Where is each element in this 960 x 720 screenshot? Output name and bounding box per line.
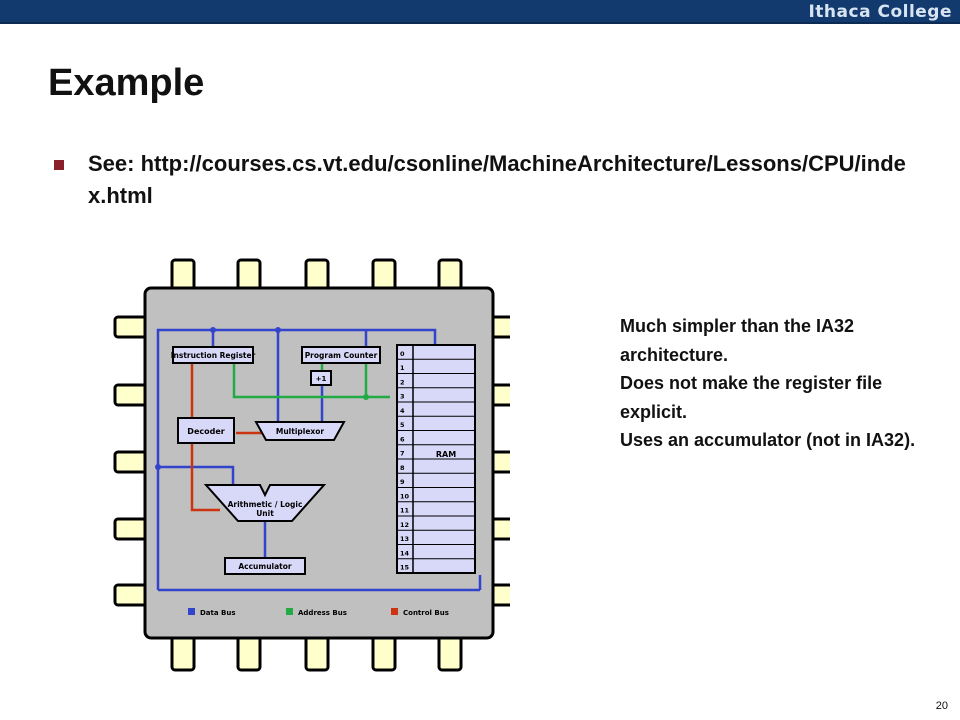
multiplexor-shape bbox=[254, 421, 346, 441]
legend-label-address-bus: Address Bus bbox=[298, 609, 347, 617]
ram-address-1: 1 bbox=[400, 364, 405, 372]
ram-address-3: 3 bbox=[400, 393, 405, 401]
header-bar: Ithaca College bbox=[0, 0, 960, 24]
legend-swatch-control-bus bbox=[391, 608, 398, 615]
legend-swatch-data-bus bbox=[188, 608, 195, 615]
brand-logo: Ithaca College bbox=[808, 2, 952, 22]
note-2: Does not make the register file explicit… bbox=[620, 373, 883, 422]
increment-box bbox=[310, 370, 332, 386]
alu-label-line1: Arithmetic / Logic bbox=[228, 500, 303, 509]
bullet-marker bbox=[54, 160, 64, 170]
instruction-register-label: Instruction Register bbox=[171, 351, 256, 360]
ram-address-5: 5 bbox=[400, 421, 405, 429]
control-bus-lines bbox=[190, 363, 265, 512]
multiplexor-label: Multiplexor bbox=[276, 427, 325, 436]
ram-address-11: 11 bbox=[400, 507, 410, 515]
accumulator-label: Accumulator bbox=[238, 562, 292, 571]
ram-address-8: 8 bbox=[400, 464, 405, 472]
alu-shape bbox=[203, 484, 327, 522]
ram-address-0: 0 bbox=[400, 350, 405, 358]
legend: Data Bus Address Bus Control Bus bbox=[188, 608, 449, 617]
decoder-label: Decoder bbox=[187, 427, 224, 436]
notes: Much simpler than the IA32 architecture.… bbox=[620, 312, 920, 455]
ram-address-14: 14 bbox=[400, 549, 410, 557]
ram-address-10: 10 bbox=[400, 492, 410, 500]
ram-label: RAM bbox=[436, 450, 456, 459]
ram-address-7: 7 bbox=[400, 450, 405, 458]
page-number: 20 bbox=[935, 700, 948, 712]
address-bus-lines bbox=[232, 363, 390, 399]
alu-label-line2: Unit bbox=[256, 509, 274, 518]
bullet-text: See: http://courses.cs.vt.edu/csonline/M… bbox=[88, 151, 906, 208]
bus-junctions bbox=[155, 327, 369, 470]
ram-address-9: 9 bbox=[400, 478, 405, 486]
note-1: Much simpler than the IA32 architecture. bbox=[620, 316, 855, 365]
legend-label-control-bus: Control Bus bbox=[403, 609, 449, 617]
ram-address-2: 2 bbox=[400, 378, 405, 386]
data-bus-lines bbox=[156, 328, 482, 592]
accumulator-box bbox=[224, 557, 306, 575]
ram-address-15: 15 bbox=[400, 564, 410, 572]
slide-title: Example bbox=[48, 62, 205, 104]
ram-address-6: 6 bbox=[400, 435, 405, 443]
legend-swatch-address-bus bbox=[286, 608, 293, 615]
program-counter-box bbox=[301, 346, 381, 364]
ram-address-13: 13 bbox=[400, 535, 409, 543]
increment-label: +1 bbox=[316, 375, 327, 383]
legend-label-data-bus: Data Bus bbox=[200, 609, 236, 617]
ram-address-4: 4 bbox=[400, 407, 405, 415]
note-3: Uses an accumulator (not in IA32). bbox=[620, 430, 916, 450]
cpu-diagram: Instruction Register Program Counter +1 … bbox=[113, 258, 510, 672]
decoder-box bbox=[177, 417, 235, 444]
instruction-register-box bbox=[172, 346, 254, 364]
ram-address-12: 12 bbox=[400, 521, 409, 529]
program-counter-label: Program Counter bbox=[305, 351, 378, 360]
